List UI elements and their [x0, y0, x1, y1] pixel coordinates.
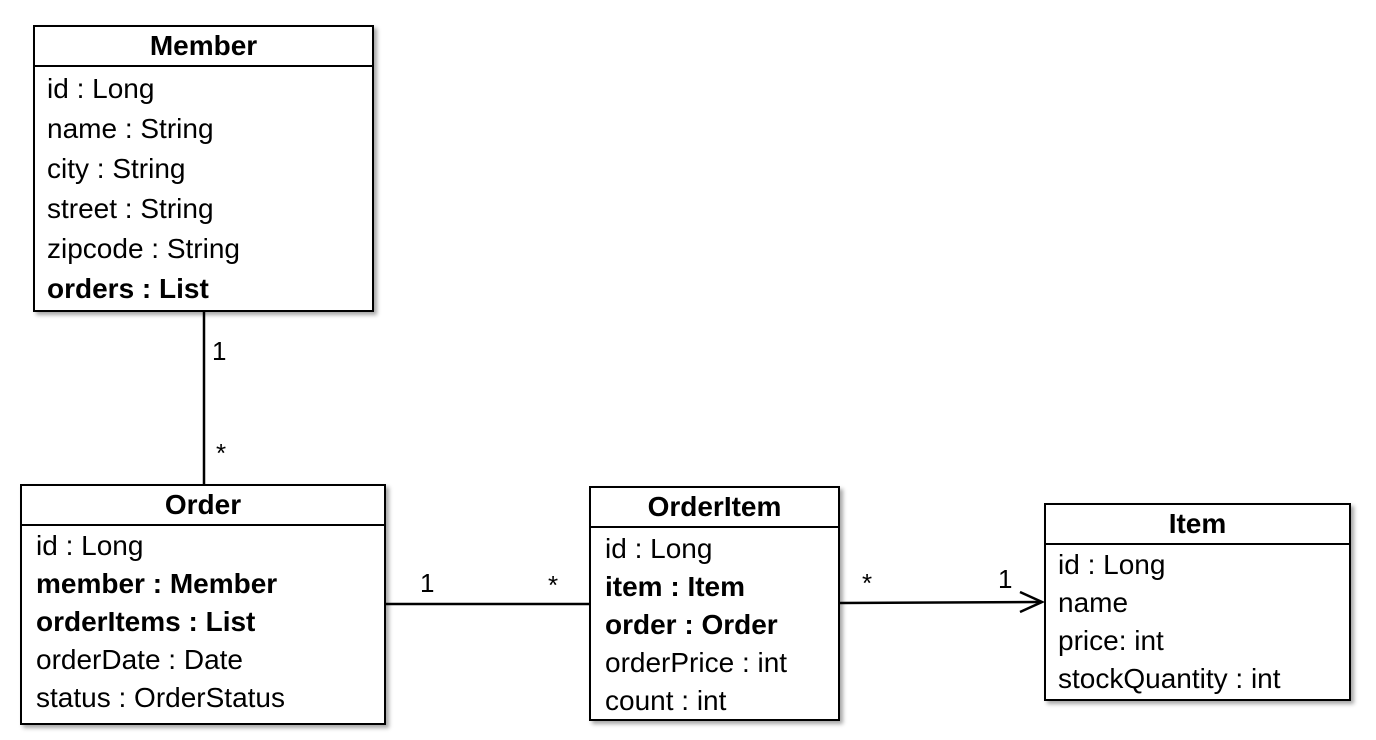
attribute: zipcode : String — [47, 233, 240, 264]
attribute: orders : List — [47, 273, 209, 304]
attribute: orderItems : List — [36, 606, 256, 637]
attribute: stockQuantity : int — [1058, 663, 1281, 694]
member-side-multiplicity: 1 — [212, 336, 227, 366]
attribute: item : Item — [605, 571, 746, 602]
entity-title: Order — [22, 486, 384, 526]
attribute-list: id : Long name : String city : String st… — [35, 67, 372, 309]
orderitem-item-association — [839, 600, 1043, 605]
attribute: street : String — [47, 193, 214, 224]
attribute: id : Long — [47, 73, 155, 104]
order-to-orderitem-multiplicity-many: * — [548, 570, 559, 600]
entity-title: Item — [1046, 505, 1349, 545]
attribute: id : Long — [1058, 549, 1166, 580]
orderitem-to-item-multiplicity-1: 1 — [998, 564, 1013, 594]
order-entity: Order id : Long member : Member orderIte… — [20, 484, 386, 725]
attribute: name : String — [47, 113, 214, 144]
attribute: city : String — [47, 153, 186, 184]
attribute-list: id : Long name price: int stockQuantity … — [1046, 545, 1349, 699]
navigation-arrowhead — [1019, 590, 1046, 614]
entity-title: OrderItem — [591, 488, 838, 528]
order-to-orderitem-multiplicity-1: 1 — [420, 568, 435, 598]
attribute: orderDate : Date — [36, 644, 243, 675]
attribute-list: id : Long item : Item order : Order orde… — [591, 528, 838, 720]
order-side-multiplicity: * — [216, 438, 227, 468]
orderitem-entity: OrderItem id : Long item : Item order : … — [589, 486, 840, 721]
attribute: order : Order — [605, 609, 778, 640]
item-entity: Item id : Long name price: int stockQuan… — [1044, 503, 1351, 701]
attribute: name — [1058, 587, 1129, 618]
member-entity: Member id : Long name : String city : St… — [33, 25, 374, 312]
attribute: status : OrderStatus — [36, 682, 285, 713]
attribute: id : Long — [605, 533, 713, 564]
attribute: id : Long — [36, 530, 144, 561]
attribute-list: id : Long member : Member orderItems : L… — [22, 526, 384, 718]
orderitem-to-item-multiplicity-many: * — [862, 568, 873, 598]
attribute: price: int — [1058, 625, 1164, 656]
entity-title: Member — [35, 27, 372, 67]
attribute: orderPrice : int — [605, 647, 788, 678]
attribute: count : int — [605, 685, 727, 716]
attribute: member : Member — [36, 568, 278, 599]
